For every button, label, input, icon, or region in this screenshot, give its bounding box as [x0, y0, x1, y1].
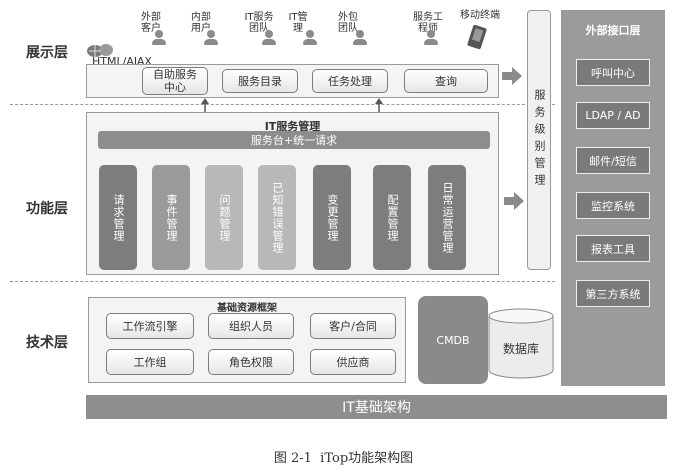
display-layer-label: 展示层 [26, 45, 68, 61]
tech-layer-label: 技术层 [26, 335, 68, 351]
person-icon [262, 30, 276, 45]
module-problem-management: 问题管理 [205, 165, 243, 270]
external-interface-title: 外部接口层 [585, 24, 641, 37]
user-it-service-team: IT服务团队 [240, 12, 278, 34]
workflow-engine-item: 工作流引擎 [106, 313, 194, 339]
module-daily-operations-management: 日常运营管理 [428, 165, 466, 270]
database-label: 数据库 [502, 342, 539, 356]
resource-framework-title: 基础资源框架 [217, 303, 277, 314]
user-mobile-terminal: 移动终端 [460, 10, 500, 21]
database-cylinder-icon [488, 308, 554, 384]
user-label: IT管理 [288, 12, 308, 34]
ldap-ad-item: LDAP / AD [576, 102, 650, 129]
module-request-management: 请求管理 [99, 165, 137, 270]
third-party-system-item: 第三方系统 [576, 280, 650, 307]
user-label: 服务工程师 [413, 12, 443, 34]
role-permission-item: 角色权限 [208, 349, 294, 375]
function-title: IT服务管理 [264, 120, 321, 133]
module-change-management: 变更管理 [313, 165, 351, 270]
organization-staff-item: 组织人员 [208, 313, 294, 339]
person-icon [424, 30, 438, 45]
user-internal: 内部用户 [188, 12, 214, 34]
user-external-customer: 外部客户 [138, 12, 164, 34]
user-label: 移动终端 [460, 10, 500, 21]
person-icon [353, 30, 367, 45]
workgroup-item: 工作组 [106, 349, 194, 375]
arrow-right-icon [512, 67, 522, 85]
module-incident-management: 事件管理 [152, 165, 190, 270]
arrow-right-icon [514, 192, 524, 210]
globe-icon [86, 42, 114, 58]
user-label: IT服务团队 [244, 12, 274, 34]
task-processing-button[interactable]: 任务处理 [312, 69, 388, 93]
user-label: 内部用户 [191, 12, 211, 34]
user-it-management: IT管理 [285, 12, 311, 34]
user-service-engineer: 服务工程师 [410, 12, 446, 34]
cmdb-label: CMDB [436, 334, 470, 347]
service-desk-bar: 服务台+统一请求 [98, 131, 490, 149]
cmdb-block [418, 296, 488, 384]
supplier-item: 供应商 [310, 349, 396, 375]
call-center-item: 呼叫中心 [576, 59, 650, 86]
separator-function-tech [10, 281, 555, 282]
person-icon [152, 30, 166, 45]
monitoring-system-item: 监控系统 [576, 192, 650, 219]
report-tool-item: 报表工具 [576, 235, 650, 262]
self-service-center-button[interactable]: 自助服务中心 [142, 67, 208, 95]
user-label: 外包团队 [338, 12, 358, 34]
customer-contract-item: 客户/合同 [310, 313, 396, 339]
separator-display-function [10, 104, 555, 105]
service-level-management-bar: 服务级别管理 [527, 10, 551, 270]
function-layer-label: 功能层 [26, 201, 68, 217]
module-known-error-management: 已知错误管理 [258, 165, 296, 270]
mobile-terminal-icon [466, 24, 488, 54]
service-level-management-label: 服务级别管理 [533, 89, 546, 191]
arrow-shaft [502, 72, 512, 80]
user-label: 外部客户 [141, 12, 161, 34]
service-catalog-button[interactable]: 服务目录 [222, 69, 298, 93]
person-icon [303, 30, 317, 45]
figure-caption: 图 2-1 iTop功能架构图 [273, 451, 414, 466]
person-icon [204, 30, 218, 45]
arrow-shaft [504, 197, 514, 205]
user-outsourcing: 外包团队 [335, 12, 361, 34]
query-button[interactable]: 查询 [404, 69, 488, 93]
it-infrastructure-bar: IT基础架构 [86, 395, 667, 419]
mail-sms-item: 邮件/短信 [576, 147, 650, 174]
module-configuration-management: 配置管理 [373, 165, 411, 270]
